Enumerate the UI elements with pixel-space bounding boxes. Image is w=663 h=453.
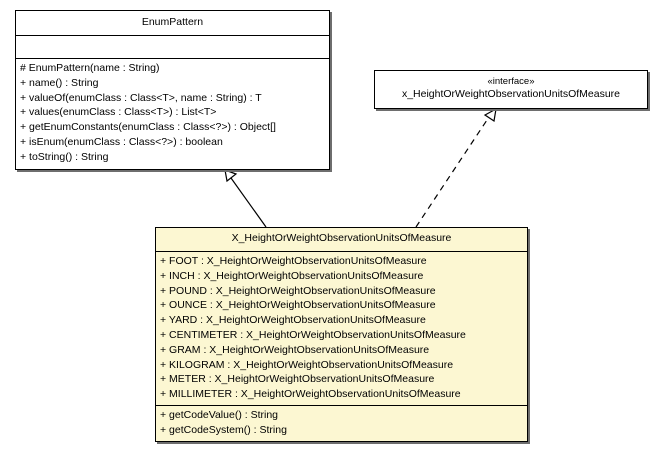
operations-compartment: + getCodeValue() : String + getCodeSystem… bbox=[156, 405, 527, 438]
enum-constant: + POUND : X_HeightOrWeightObservationUni… bbox=[160, 284, 436, 297]
class-name-compartment: X_HeightOrWeightObservationUnitsOfMeasur… bbox=[156, 228, 527, 251]
enum-constant: + CENTIMETER : X_HeightOrWeightObservati… bbox=[160, 328, 466, 341]
interface-header: «interface» x_HeightOrWeightObservationU… bbox=[375, 71, 647, 101]
attributes-compartment bbox=[16, 35, 329, 58]
enum-constant: + YARD : X_HeightOrWeightObservationUnit… bbox=[160, 314, 426, 327]
interface-units-of-measure[interactable]: «interface» x_HeightOrWeightObservationU… bbox=[374, 70, 648, 109]
operation: # EnumPattern(name : String) bbox=[20, 62, 160, 74]
attributes-compartment: + FOOT : X_HeightOrWeightObservationUnit… bbox=[156, 251, 527, 405]
operation: + toString() : String bbox=[20, 150, 109, 163]
class-name: X_HeightOrWeightObservationUnitsOfMeasur… bbox=[231, 232, 452, 244]
class-height-weight-units[interactable]: X_HeightOrWeightObservationUnitsOfMeasur… bbox=[155, 227, 528, 442]
realization-arrowhead bbox=[483, 107, 497, 123]
generalization-edge bbox=[224, 169, 267, 228]
enum-constant: + MILLIMETER : X_HeightOrWeightObservati… bbox=[160, 388, 461, 401]
stereotype-label: «interface» bbox=[487, 76, 535, 87]
class-enum-pattern[interactable]: EnumPattern # EnumPattern(name : String)… bbox=[15, 10, 330, 170]
class-name: EnumPattern bbox=[141, 16, 204, 28]
operation: + getEnumConstants(enumClass : Class<?>)… bbox=[20, 121, 276, 134]
generalization-arrowhead bbox=[224, 169, 238, 183]
operation: + getCodeSystem() : String bbox=[160, 423, 287, 436]
enum-constant: + GRAM : X_HeightOrWeightObservationUnit… bbox=[160, 343, 430, 356]
operation: + isEnum(enumClass : Class<?>) : boolean bbox=[20, 135, 223, 148]
realization-line bbox=[415, 116, 490, 228]
operation: + name() : String bbox=[20, 76, 99, 89]
enum-constant: + OUNCE : X_HeightOrWeightObservationUni… bbox=[160, 299, 436, 312]
operation: + values(enumClass : Class<T>) : List<T> bbox=[20, 106, 217, 119]
enum-constant: + FOOT : X_HeightOrWeightObservationUnit… bbox=[160, 255, 427, 267]
operations-compartment: # EnumPattern(name : String) + name() : S… bbox=[16, 58, 329, 165]
class-name-compartment: EnumPattern bbox=[16, 11, 329, 35]
interface-name: x_HeightOrWeightObservationUnitsOfMeasur… bbox=[401, 88, 621, 100]
enum-constant: + METER : X_HeightOrWeightObservationUni… bbox=[160, 373, 435, 386]
enum-constant: + INCH : X_HeightOrWeightObservationUnit… bbox=[160, 269, 424, 282]
operation: + getCodeValue() : String bbox=[160, 409, 278, 421]
realization-edge bbox=[415, 107, 497, 228]
operation: + valueOf(enumClass : Class<T>, name : S… bbox=[20, 91, 262, 104]
enum-constant: + KILOGRAM : X_HeightOrWeightObservation… bbox=[160, 358, 454, 371]
generalization-line bbox=[230, 177, 267, 228]
